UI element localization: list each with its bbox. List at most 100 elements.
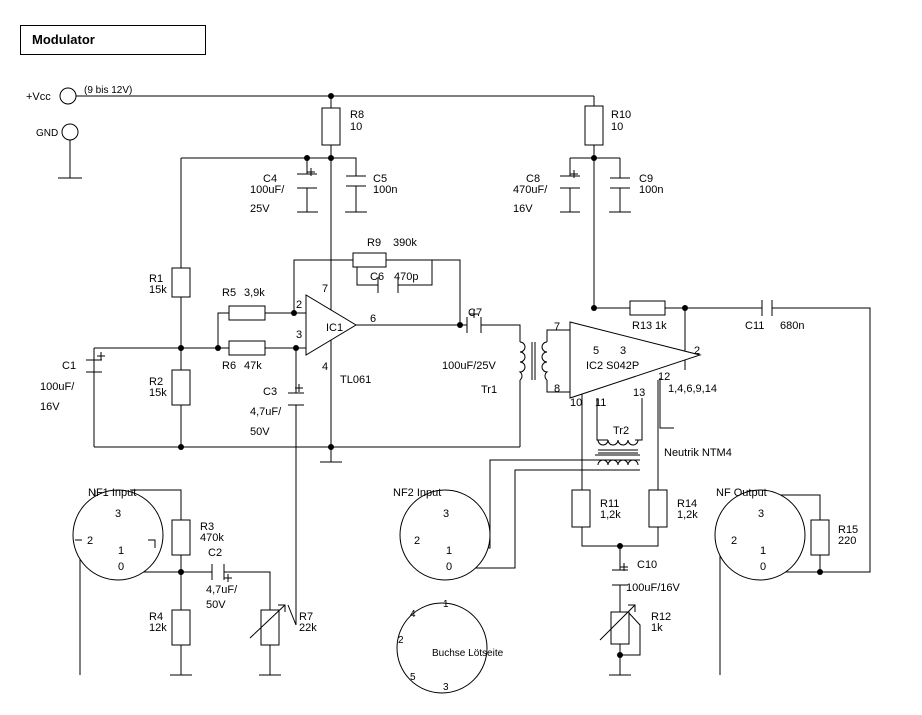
resistor-r9 xyxy=(352,252,387,268)
svg-text:C3: C3 xyxy=(263,386,277,398)
svg-text:NF1 Input: NF1 Input xyxy=(88,487,136,499)
svg-text:22k: 22k xyxy=(299,622,317,634)
svg-text:R9: R9 xyxy=(367,237,381,249)
vcc-label: +Vcc xyxy=(26,91,51,103)
svg-text:R14: R14 xyxy=(677,498,697,510)
svg-text:C2: C2 xyxy=(208,547,222,559)
capacitor-c1 xyxy=(86,348,102,380)
xlr-nf-output xyxy=(714,489,806,581)
svg-text:5: 5 xyxy=(410,672,416,683)
svg-text:C7: C7 xyxy=(468,307,482,319)
svg-text:3: 3 xyxy=(296,329,302,341)
ic1-part: TL061 xyxy=(340,374,371,386)
svg-text:4,7uF/: 4,7uF/ xyxy=(206,584,238,596)
diagram-title: Modulator xyxy=(32,32,95,47)
svg-text:Tr1: Tr1 xyxy=(481,384,497,396)
svg-text:R1: R1 xyxy=(149,273,163,285)
svg-text:1: 1 xyxy=(760,545,766,557)
svg-text:1,2k: 1,2k xyxy=(677,509,698,521)
ic2-body xyxy=(569,321,702,399)
svg-text:2: 2 xyxy=(87,535,93,547)
svg-text:11: 11 xyxy=(595,397,606,409)
svg-text:4: 4 xyxy=(322,361,328,373)
resistor-r12 xyxy=(610,611,630,645)
svg-text:390k: 390k xyxy=(393,237,417,249)
svg-text:0: 0 xyxy=(118,561,124,573)
socket-label: Buchse Lötseite xyxy=(432,648,504,659)
svg-text:R15: R15 xyxy=(838,524,858,536)
svg-text:C5: C5 xyxy=(373,173,387,185)
svg-text:NF2 Input: NF2 Input xyxy=(393,487,441,499)
svg-text:2: 2 xyxy=(398,635,404,646)
svg-text:16V: 16V xyxy=(513,203,533,215)
title-box: Modulator xyxy=(20,25,206,55)
svg-text:NF Output: NF Output xyxy=(716,487,767,499)
socket-solder-side xyxy=(396,602,488,694)
svg-text:C11: C11 xyxy=(745,320,764,332)
svg-text:3: 3 xyxy=(443,682,449,693)
svg-text:Neutrik NTM4: Neutrik NTM4 xyxy=(664,447,732,459)
svg-text:47k: 47k xyxy=(244,360,262,372)
xlr-nf1 xyxy=(72,489,164,581)
svg-text:10: 10 xyxy=(350,121,362,133)
svg-text:7: 7 xyxy=(322,283,328,295)
svg-text:2: 2 xyxy=(296,299,302,311)
svg-text:R3: R3 xyxy=(200,521,214,533)
svg-text:C4: C4 xyxy=(263,173,277,185)
vcc-range-label: (9 bis 12V) xyxy=(84,85,132,96)
resistor-r7 xyxy=(260,609,280,646)
svg-text:680n: 680n xyxy=(780,320,804,332)
svg-text:1k: 1k xyxy=(651,622,663,634)
svg-text:220: 220 xyxy=(838,535,856,547)
svg-text:3: 3 xyxy=(115,508,121,520)
vcc-terminal xyxy=(59,87,77,105)
ic2-gnd-pins: 1,4,6,9,14 xyxy=(668,383,717,395)
capacitors xyxy=(86,168,773,586)
svg-text:2: 2 xyxy=(731,535,737,547)
svg-text:7: 7 xyxy=(554,321,560,333)
capacitor-c7 xyxy=(466,317,490,333)
resistor-r4 xyxy=(171,609,191,646)
transformer-tr1 xyxy=(518,341,549,381)
svg-text:R4: R4 xyxy=(149,611,163,623)
svg-text:R8: R8 xyxy=(350,109,364,121)
svg-text:25V: 25V xyxy=(250,203,270,215)
svg-text:3,9k: 3,9k xyxy=(244,287,265,299)
capacitor-c11 xyxy=(761,300,773,316)
svg-text:Tr2: Tr2 xyxy=(613,425,629,437)
svg-text:5: 5 xyxy=(593,345,599,357)
svg-text:15k: 15k xyxy=(149,284,167,296)
svg-text:3: 3 xyxy=(620,345,626,357)
svg-text:3: 3 xyxy=(758,508,764,520)
svg-text:C10: C10 xyxy=(637,559,657,571)
svg-text:R7: R7 xyxy=(299,611,313,623)
svg-text:470p: 470p xyxy=(394,271,418,283)
svg-text:C6: C6 xyxy=(370,271,384,283)
svg-text:0: 0 xyxy=(760,561,766,573)
resistor-r11 xyxy=(571,489,591,528)
svg-text:R12: R12 xyxy=(651,611,671,623)
svg-text:C9: C9 xyxy=(639,173,653,185)
resistor-r13 xyxy=(629,300,666,316)
svg-text:50V: 50V xyxy=(206,599,226,611)
resistor-r15 xyxy=(810,519,830,556)
svg-text:100uF/: 100uF/ xyxy=(40,381,75,393)
svg-text:470uF/: 470uF/ xyxy=(513,184,548,196)
capacitor-c6 xyxy=(377,277,399,293)
resistors xyxy=(171,105,830,646)
capacitor-c2 xyxy=(211,564,241,580)
svg-text:8: 8 xyxy=(554,383,560,395)
svg-text:1: 1 xyxy=(118,545,124,557)
capacitor-c3 xyxy=(288,392,304,406)
svg-text:C1: C1 xyxy=(62,360,76,372)
svg-text:R11: R11 xyxy=(600,498,619,510)
svg-text:4: 4 xyxy=(410,609,416,620)
svg-text:1k: 1k xyxy=(655,320,667,332)
svg-text:50V: 50V xyxy=(250,426,270,438)
resistor-r10 xyxy=(584,105,604,146)
capacitor-c9 xyxy=(610,177,630,189)
svg-text:15k: 15k xyxy=(149,387,167,399)
gnd-label: GND xyxy=(36,128,58,139)
resistor-r5 xyxy=(228,305,266,321)
